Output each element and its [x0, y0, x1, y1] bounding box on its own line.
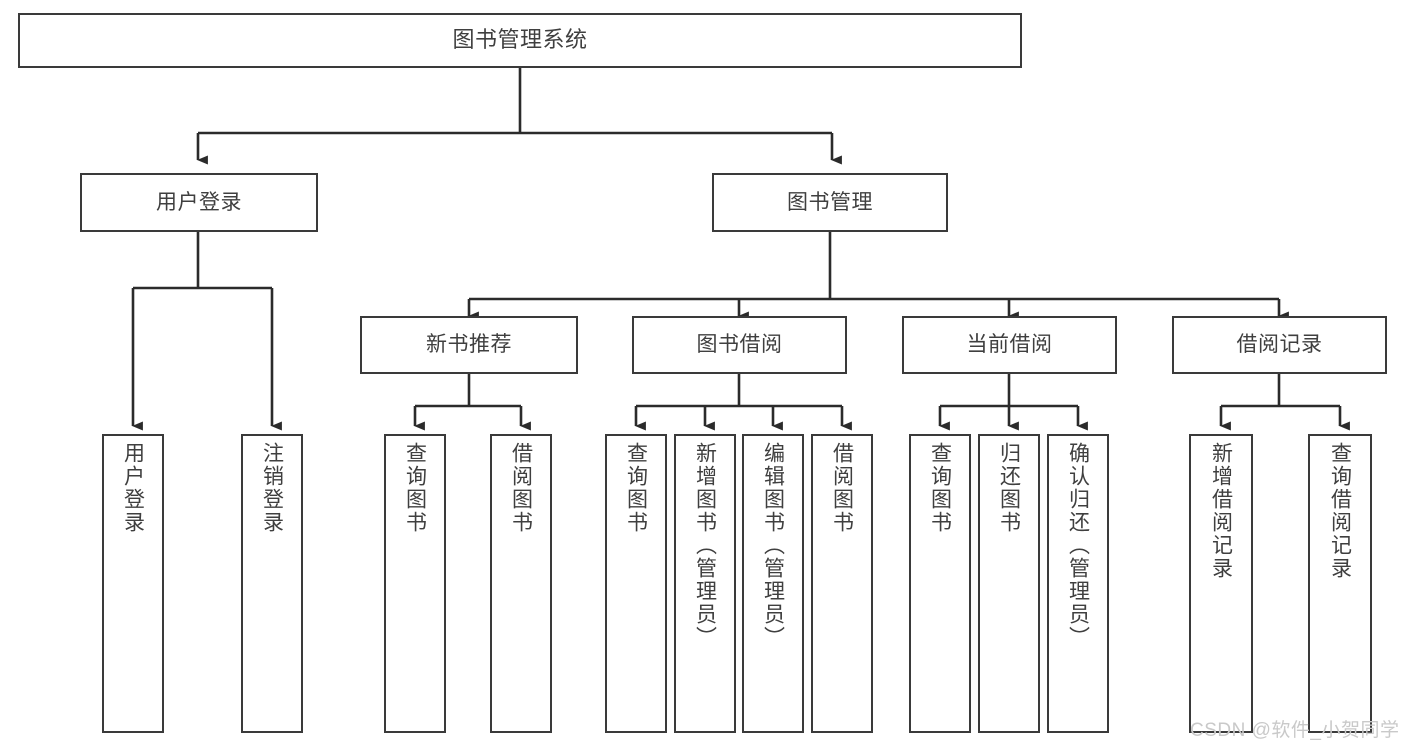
node-borrow-record[interactable]: 借阅记录 — [1172, 316, 1387, 374]
node-root-system[interactable]: 图书管理系统 — [18, 13, 1022, 68]
node-leaf-confirm-return-admin[interactable]: 确认归还（管理员） — [1047, 434, 1109, 733]
node-label: 借阅图书 — [509, 442, 533, 534]
node-label: 新书推荐 — [426, 333, 512, 357]
node-label: 借阅记录 — [1236, 333, 1323, 357]
node-leaf-user-login[interactable]: 用户登录 — [102, 434, 164, 733]
node-label: 归还图书 — [997, 442, 1021, 534]
csdn-watermark: CSDN @软件_小贺同学 — [1190, 720, 1400, 741]
node-label: 借阅图书 — [830, 442, 854, 534]
node-label: 用户登录 — [156, 190, 242, 214]
node-new-book-recommend[interactable]: 新书推荐 — [360, 316, 578, 374]
node-book-borrow[interactable]: 图书借阅 — [632, 316, 847, 374]
node-user-login[interactable]: 用户登录 — [80, 173, 318, 232]
node-leaf-logout-login[interactable]: 注销登录 — [241, 434, 303, 733]
node-leaf-query-book-1[interactable]: 查询图书 — [384, 434, 446, 733]
node-leaf-add-borrow-record[interactable]: 新增借阅记录 — [1189, 434, 1253, 733]
node-current-borrow[interactable]: 当前借阅 — [902, 316, 1117, 374]
node-label: 查询借阅记录 — [1328, 442, 1352, 580]
node-leaf-query-book-3[interactable]: 查询图书 — [909, 434, 971, 733]
node-label: 注销登录 — [260, 442, 284, 534]
node-label: 图书管理系统 — [452, 27, 588, 53]
node-label: 新增图书（管理员） — [693, 442, 717, 649]
node-label: 查询图书 — [928, 442, 952, 534]
node-label: 确认归还（管理员） — [1066, 442, 1090, 649]
node-leaf-query-book-2[interactable]: 查询图书 — [605, 434, 667, 733]
node-label: 新增借阅记录 — [1209, 442, 1233, 580]
node-book-manage[interactable]: 图书管理 — [712, 173, 948, 232]
node-label: 当前借阅 — [966, 333, 1053, 357]
node-label: 编辑图书（管理员） — [761, 442, 785, 649]
node-label: 图书管理 — [787, 190, 873, 214]
node-leaf-borrow-book-2[interactable]: 借阅图书 — [811, 434, 873, 733]
node-label: 图书借阅 — [696, 333, 783, 357]
node-leaf-borrow-book-1[interactable]: 借阅图书 — [490, 434, 552, 733]
node-leaf-query-borrow-record[interactable]: 查询借阅记录 — [1308, 434, 1372, 733]
node-leaf-edit-book-admin[interactable]: 编辑图书（管理员） — [742, 434, 804, 733]
node-leaf-add-book-admin[interactable]: 新增图书（管理员） — [674, 434, 736, 733]
node-label: 查询图书 — [403, 442, 427, 534]
node-label: 用户登录 — [121, 442, 145, 534]
node-leaf-return-book[interactable]: 归还图书 — [978, 434, 1040, 733]
node-label: 查询图书 — [624, 442, 648, 534]
